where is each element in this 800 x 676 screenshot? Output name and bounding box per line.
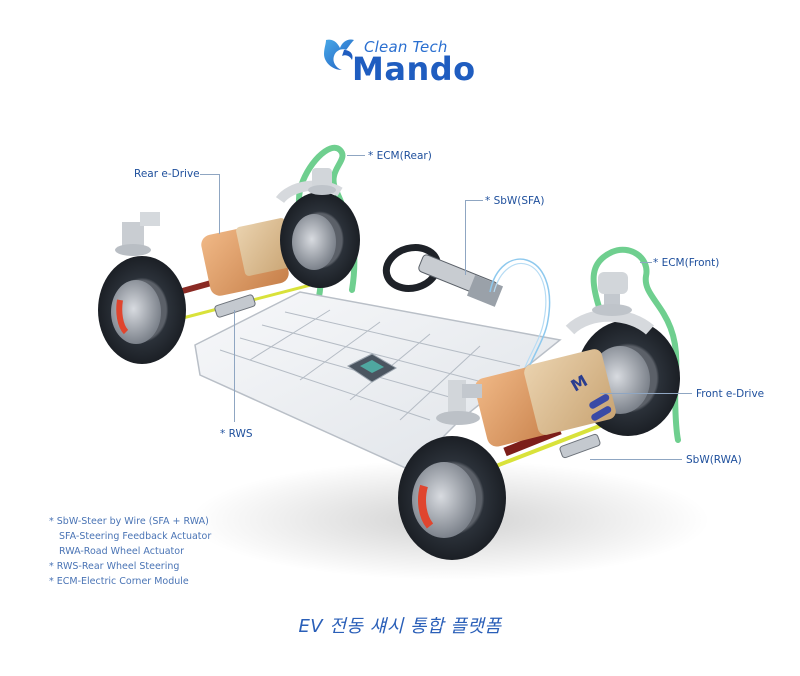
rear-e-drive-unit [201,218,294,296]
leader-ecm-rear [347,155,365,156]
label-front-e-drive: Front e-Drive [696,388,765,400]
leader-front-e-drive [600,393,692,394]
sfa-wire-harness [489,258,551,379]
label-rws: * RWS [220,428,253,440]
mando-logo: Clean Tech Mando [322,34,492,90]
legend-item-rws: * RWS-Rear Wheel Steering [49,561,180,572]
legend-item-sfa: SFA-Steering Feedback Actuator [59,531,212,542]
leader-rws [234,310,235,422]
front-e-drive-unit: M [474,349,616,447]
label-rear-e-drive: Rear e-Drive [134,168,200,180]
sbw-sfa-unit [382,244,504,307]
legend-item-ecm: * ECM-Electric Corner Module [49,576,189,587]
rear-right-ecm [308,168,336,195]
battery-tray [194,291,562,471]
logo-brand: Mando [352,50,476,88]
mando-swirl-logo-icon [324,39,354,70]
legend: * SbW-Steer by Wire (SFA + RWA) SFA-Stee… [49,514,211,589]
caption-title: EV 전동 섀시 통합 플랫폼 [298,616,502,637]
logo-subtitle: Clean Tech [364,38,448,56]
rear-left-ecm [115,212,160,256]
front-left-wheel [398,436,506,560]
leader-rear-e-drive-h [200,174,220,175]
rear-left-wheel [98,256,186,364]
label-sbw-rwa: SbW(RWA) [686,454,742,466]
leader-sbw-rwa [590,459,682,460]
front-left-ecm [436,380,482,425]
leader-rear-e-drive-v [219,174,220,234]
rear-right-wheel [275,180,360,288]
front-right-ecm [592,272,632,316]
label-ecm-rear: * ECM(Rear) [368,150,432,162]
label-sbw-sfa: * SbW(SFA) [485,195,545,207]
legend-item-rwa: RWA-Road Wheel Actuator [59,546,184,557]
rwa-actuator [559,433,601,459]
label-ecm-front: * ECM(Front) [653,257,720,269]
leader-sbw-sfa-v [465,200,466,275]
rws-actuator [214,294,256,318]
leader-sbw-sfa-h [465,200,483,201]
control-chip [347,353,397,383]
leader-ecm-front [640,262,652,263]
legend-item-sbw: * SbW-Steer by Wire (SFA + RWA) [49,516,209,527]
